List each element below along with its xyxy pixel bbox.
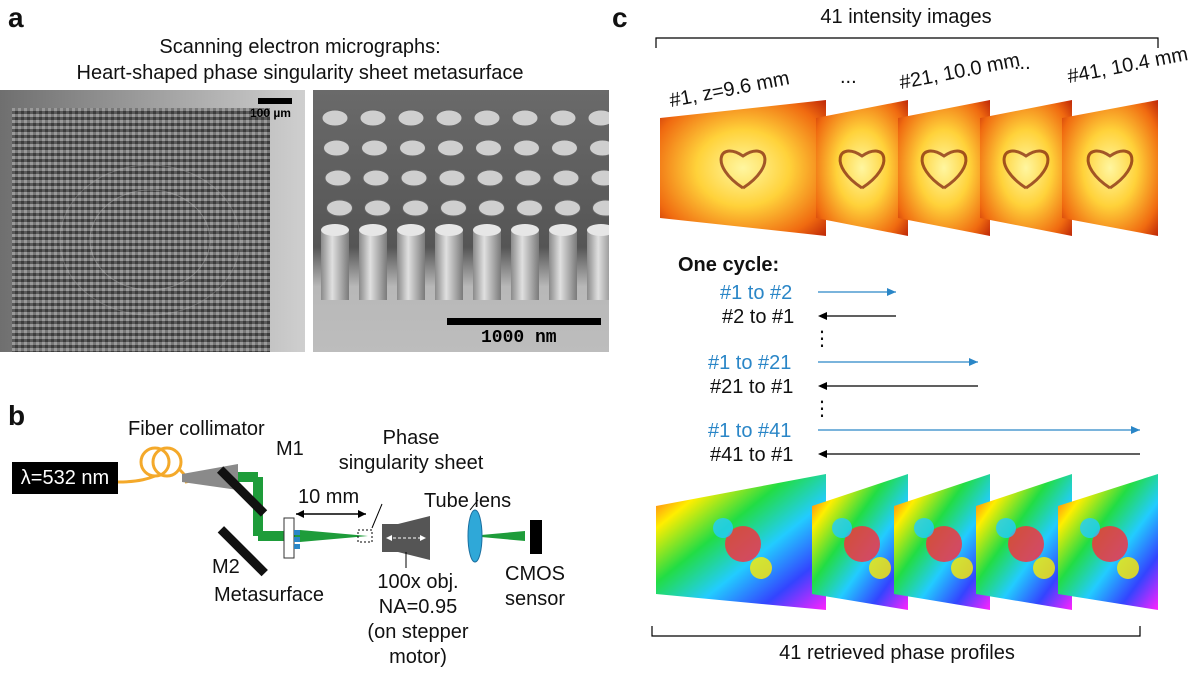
sem-image-metasurface: 100 µm — [0, 90, 305, 352]
objective-label-line1: 100x obj. — [377, 571, 459, 593]
objective-label: 100x obj. NA=0.95 (on stepper motor) — [338, 570, 498, 670]
metasurface-label: Metasurface — [214, 584, 325, 606]
cmos-sensor-shape — [530, 520, 542, 554]
mirror-m1 — [216, 466, 268, 517]
panel-b-letter: b — [8, 400, 26, 431]
cycle-row2-back: #21 to #1 — [710, 376, 794, 398]
fiber-coil-icon — [117, 446, 190, 484]
cycle-arrows-row-2 — [818, 358, 978, 390]
tube-lens-shape — [467, 509, 483, 563]
panel-a-title: Scanning electron micrographs: Heart-sha… — [40, 34, 560, 86]
panel-c-letter: c — [612, 2, 628, 33]
cycle-arrows-row-1 — [818, 288, 896, 320]
phase-sheet-label: Phase singularity sheet — [336, 426, 486, 476]
vdots-2: ⋮ — [812, 398, 832, 420]
intensity-image-4 — [980, 100, 1072, 236]
laser-source: λ=532 nm — [12, 462, 118, 494]
phase-sheet-label-line2: singularity sheet — [338, 452, 484, 474]
cmos-label-line1: CMOS — [505, 563, 565, 585]
cycle-arrows-row-3 — [818, 426, 1140, 458]
metasurface-plate — [283, 517, 295, 559]
phase-image-2 — [812, 474, 908, 610]
optical-setup-diagram: λ=532 nm Fiber collimator M1 M2 10 mm Ph… — [0, 400, 620, 686]
cycle-row1-forward: #1 to #2 — [720, 282, 793, 304]
intensity-image-2 — [816, 100, 908, 236]
cycle-title: One cycle: — [678, 254, 780, 276]
tube-lens-label: Tube lens — [424, 490, 512, 512]
vdots-1: ⋮ — [812, 328, 832, 350]
cycle-row3-forward: #1 to #41 — [708, 420, 792, 442]
distance-label: 10 mm — [298, 486, 360, 508]
phase-profiles-label: 41 retrieved phase profiles — [779, 642, 1015, 664]
intensity-images-label: 41 intensity images — [820, 6, 992, 28]
objective-label-line3: (on stepper motor) — [367, 621, 469, 668]
intensity-label-2: ... — [840, 66, 857, 88]
panel-a-title-line2: Heart-shaped phase singularity sheet met… — [76, 62, 524, 84]
panel-a-letter: a — [8, 2, 24, 33]
phase-image-5 — [1058, 474, 1158, 610]
cmos-label: CMOS sensor — [500, 562, 570, 612]
cmos-label-line2: sensor — [504, 588, 566, 610]
intensity-label-4: ... — [1014, 52, 1031, 74]
cycle-row2-forward: #1 to #21 — [708, 352, 792, 374]
m1-label: M1 — [276, 438, 304, 460]
phase-image-3 — [894, 474, 990, 610]
sem-image-pillars: 1000 nm — [313, 90, 619, 352]
phase-image-4 — [976, 474, 1072, 610]
fiber-collimator-label: Fiber collimator — [128, 418, 265, 440]
phase-image-1 — [656, 474, 826, 610]
cycle-row1-back: #2 to #1 — [722, 306, 795, 328]
scale-bar-label-right: 1000 nm — [481, 328, 557, 348]
cycle-row3-back: #41 to #1 — [710, 444, 794, 466]
panel-a-title-line1: Scanning electron micrographs: — [159, 36, 441, 58]
objective-label-line2: NA=0.95 — [378, 596, 458, 618]
panel-c-diagram: #1, z=9.6 mm ... #21, 10.0 mm ... #41, 1… — [640, 28, 1200, 686]
intensity-image-5 — [1062, 100, 1158, 236]
intensity-image-1 — [660, 100, 826, 236]
phase-sheet-label-line1: Phase — [382, 427, 440, 449]
mirror-m2 — [217, 526, 268, 577]
scale-bar-label-left: 100 µm — [250, 106, 291, 120]
m2-label: M2 — [212, 556, 240, 578]
intensity-image-3 — [898, 100, 990, 236]
